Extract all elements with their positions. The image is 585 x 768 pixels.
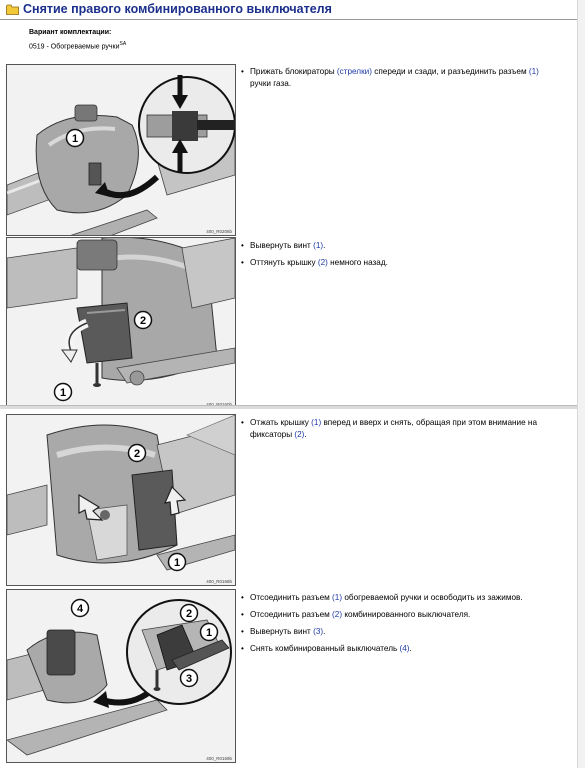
figure-3-code: 400_R0168b [206, 579, 232, 584]
step-text: Отсоединить разъем [250, 610, 333, 619]
figure-3-callout-2-text: 2 [134, 448, 140, 460]
document-header: Снятие правого комбинированного выключат… [0, 0, 577, 20]
figure-4-callout-1-text: 1 [206, 627, 212, 639]
figure-1: 1 400_R0206b [6, 64, 236, 236]
section-4-steps: Отсоединить разъем (1) обогреваемой ручк… [241, 592, 561, 660]
page-divider [0, 405, 577, 409]
figure-4-callout-1: 1 [199, 622, 219, 642]
figure-4-code: 400_R0169b [206, 756, 232, 761]
figure-4-callout-2: 2 [179, 603, 199, 623]
step-text: . [409, 644, 412, 653]
step-ref: (1) [528, 67, 539, 76]
section-2-steps: Вывернуть винт (1). Оттянуть крышку (2) … [241, 240, 561, 274]
section-2-step-1: Вывернуть винт (1). [241, 240, 561, 252]
figure-1-drawing [7, 65, 235, 235]
step-text: комбинированного выключателя. [342, 610, 471, 619]
figure-2-callout-1-text: 1 [60, 387, 66, 399]
step-ref: (2) [294, 430, 305, 439]
step-text: Вывернуть винт [250, 627, 314, 636]
step-ref: (3) [313, 627, 324, 636]
step-text: немного назад. [327, 258, 388, 267]
figure-2-callout-1: 1 [53, 382, 73, 402]
variant-value-sup: SA [119, 41, 127, 47]
section-2-step-2: Оттянуть крышку (2) немного назад. [241, 257, 561, 269]
figure-4-drawing [7, 590, 235, 762]
step-ref: (1) [332, 593, 343, 602]
section-4-step-4: Снять комбинированный выключатель (4). [241, 643, 561, 655]
step-text: Отжать крышку [250, 418, 312, 427]
figure-4-callout-4: 4 [70, 598, 90, 618]
step-text: Оттянуть крышку [250, 258, 318, 267]
step-text: . [304, 430, 307, 439]
figure-2-callout-2: 2 [133, 310, 153, 330]
step-text: Прижать блокираторы [250, 67, 337, 76]
step-ref: (4) [399, 644, 410, 653]
step-text: . [323, 627, 326, 636]
figure-2-callout-2-text: 2 [140, 315, 146, 327]
figure-2: 2 1 400_R0160b [6, 237, 236, 409]
step-ref: (1) [313, 241, 324, 250]
section-3-steps: Отжать крышку (1) вперед и вверх и снять… [241, 417, 561, 446]
section-1-step-1: Прижать блокираторы (стрелки) спереди и … [241, 66, 561, 90]
folder-icon [6, 4, 19, 15]
figure-3-callout-1-text: 1 [174, 557, 180, 569]
step-ref: (1) [311, 418, 322, 427]
figure-1-callout-1: 1 [65, 128, 85, 148]
step-text: Вывернуть винт [250, 241, 314, 250]
step-text: Снять комбинированный выключатель [250, 644, 400, 653]
variant-value-text: 0519 - Обогреваемые ручки [29, 43, 120, 51]
variant-label: Вариант комплектации: [29, 29, 112, 36]
step-text: обогреваемой ручки и освободить из зажим… [342, 593, 523, 602]
figure-4-callout-3: 3 [179, 668, 199, 688]
step-ref: (2) [317, 258, 328, 267]
figure-3-drawing [7, 415, 235, 585]
figure-4-callout-2-text: 2 [186, 608, 192, 620]
figure-4-callout-3-text: 3 [186, 673, 192, 685]
figure-1-code: 400_R0206b [206, 229, 232, 234]
step-text: . [323, 241, 326, 250]
figure-4: 4 2 1 3 400_R0169b [6, 589, 236, 763]
figure-3-callout-1: 1 [167, 552, 187, 572]
step-text: спереди и сзади, и разъединить разъем [371, 67, 529, 76]
figure-2-code: 400_R0160b [206, 402, 232, 407]
section-3-step-1: Отжать крышку (1) вперед и вверх и снять… [241, 417, 561, 441]
figure-2-drawing [7, 238, 235, 408]
section-1-steps: Прижать блокираторы (стрелки) спереди и … [241, 66, 561, 95]
step-ref: (2) [332, 610, 343, 619]
section-4-step-3: Вывернуть винт (3). [241, 626, 561, 638]
page-title: Снятие правого комбинированного выключат… [23, 2, 332, 16]
section-4-step-2: Отсоединить разъем (2) комбинированного … [241, 609, 561, 621]
figure-1-callout-1-text: 1 [72, 133, 78, 145]
figure-3-callout-2: 2 [127, 443, 147, 463]
step-ref: (стрелки) [336, 67, 372, 76]
page-scrollbar-edge [577, 0, 585, 768]
variant-value: 0519 - Обогреваемые ручкиSA [29, 41, 126, 50]
step-text: вперед и вверх и снять, обращая при этом… [250, 418, 537, 439]
step-text: Отсоединить разъем [250, 593, 333, 602]
step-text: ручки газа. [250, 79, 292, 88]
figure-3: 2 1 400_R0168b [6, 414, 236, 586]
figure-4-callout-4-text: 4 [77, 603, 84, 615]
section-4-step-1: Отсоединить разъем (1) обогреваемой ручк… [241, 592, 561, 604]
